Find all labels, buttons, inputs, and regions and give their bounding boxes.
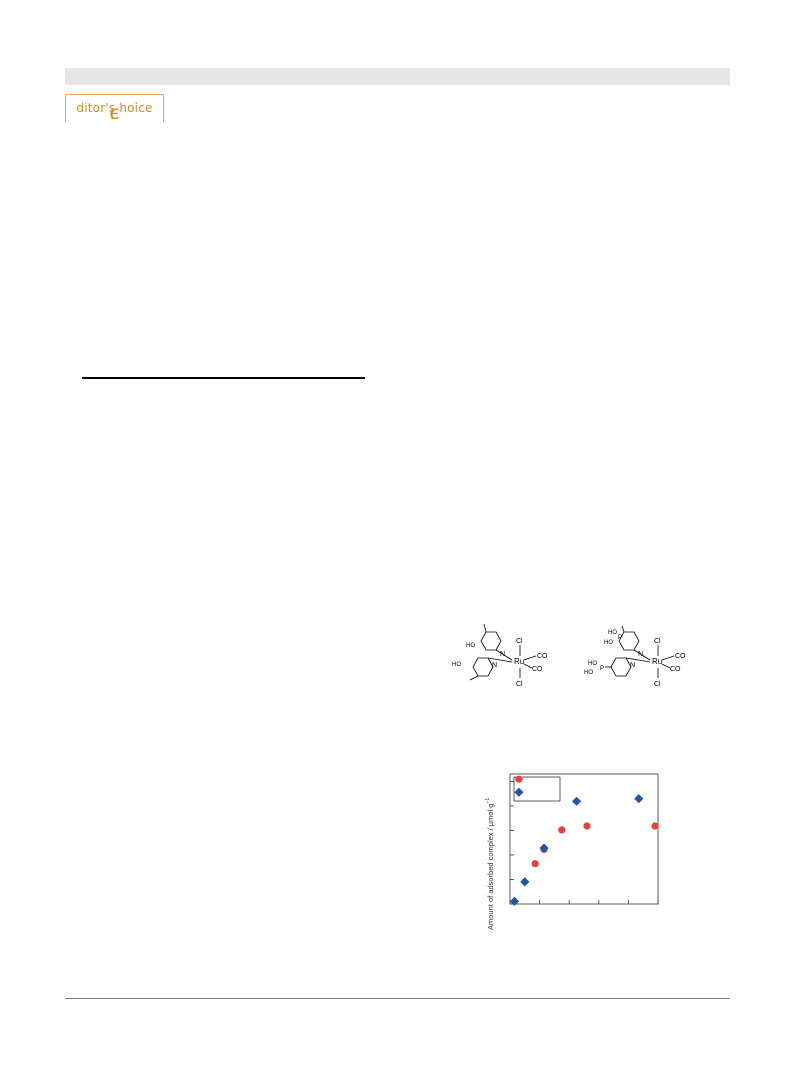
series-1-point-5 [583, 822, 591, 830]
series-2-point-2 [509, 896, 520, 906]
left-ligand-cl-bottom: Cl [516, 681, 523, 688]
left-oh-1: HO [466, 643, 475, 649]
left-n-1: N [500, 651, 505, 658]
right-oh-3: HO [588, 661, 597, 667]
left-ligand-co-1: CO [537, 653, 548, 660]
right-ligand-cl-bottom: Cl [654, 681, 661, 688]
series-1-point-4 [558, 826, 566, 834]
series-1-point-1 [515, 775, 523, 783]
series-2-point-1 [514, 787, 524, 797]
right-ligand-co-1: CO [675, 653, 686, 660]
series-1-point-6 [651, 822, 659, 830]
left-n-2: N [492, 662, 497, 669]
left-oh-2: HO [452, 662, 461, 668]
right-oh-2: HO [604, 640, 613, 646]
left-ligand-cl-top: Cl [516, 638, 523, 645]
y-axis-label: Amount of adsorbed complex / µmol g−1 [485, 798, 495, 930]
adsorption-chart: Amount of adsorbed complex / µmol g−1 [485, 773, 659, 930]
structure-right [605, 625, 675, 678]
right-p-2: P [600, 666, 604, 672]
right-p-1: P [618, 635, 622, 641]
top-band [65, 68, 730, 85]
right-metal: Ru [652, 657, 662, 666]
right-oh-1: HO [608, 630, 617, 636]
structure-left [469, 623, 537, 681]
series-2-point-4 [539, 843, 549, 853]
series-1-point-2 [531, 860, 539, 868]
left-ligand-co-2: CO [532, 666, 543, 673]
right-ligand-cl-top: Cl [654, 638, 661, 645]
y-axis-label-superscript: −1 [485, 798, 491, 804]
plot-frame [509, 773, 659, 905]
series-2-point-3 [520, 877, 530, 887]
left-metal: Ru [514, 657, 524, 666]
right-oh-4: HO [584, 670, 593, 676]
section-rule [82, 377, 365, 379]
right-n-1: N [638, 651, 643, 658]
right-n-2: N [630, 662, 635, 669]
chemical-structures: Ru Cl Cl CO CO HO HO N N Ru Cl Cl CO CO … [452, 623, 686, 688]
series-2-point-5 [572, 796, 582, 806]
axis-ticks [509, 780, 659, 905]
series-2-point-6 [634, 794, 644, 804]
footer-rule [65, 998, 730, 999]
right-ligand-co-2: CO [670, 666, 681, 673]
